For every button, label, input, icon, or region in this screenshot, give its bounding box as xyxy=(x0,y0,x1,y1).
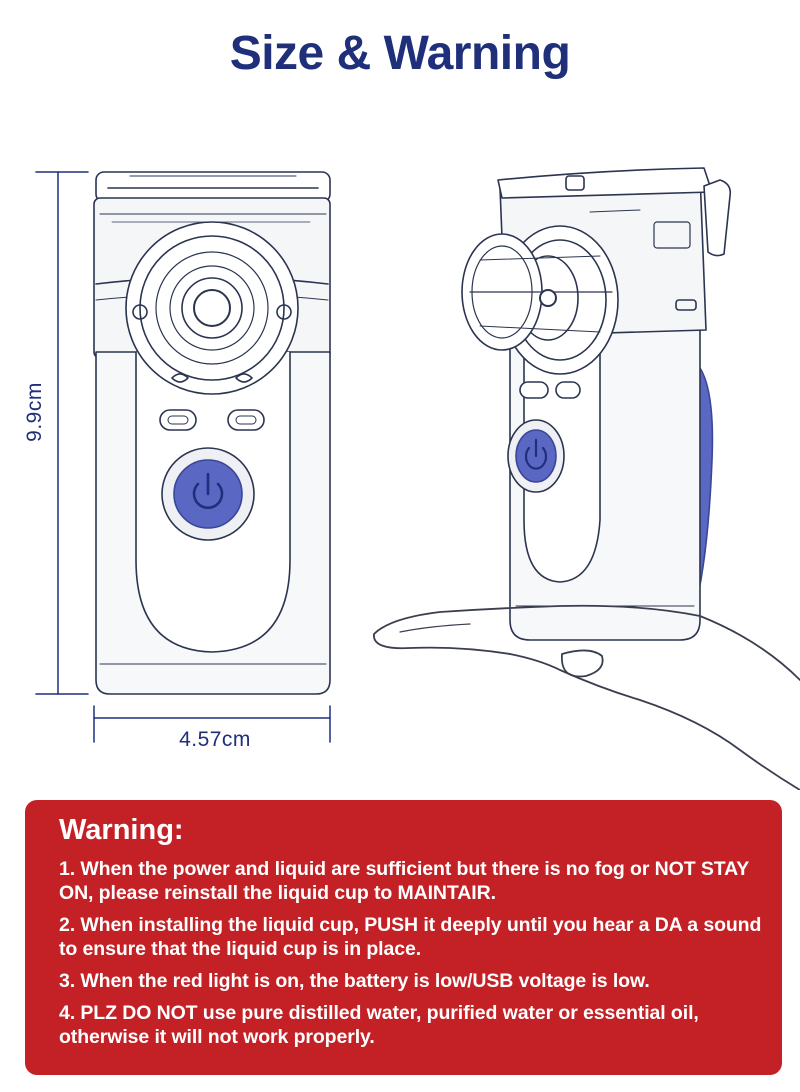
warning-item-4: 4. PLZ DO NOT use pure distilled water, … xyxy=(59,1002,699,1048)
nebulizer-side-view xyxy=(461,167,732,641)
height-dimension-label: 9.9cm xyxy=(23,382,46,442)
hand-outline xyxy=(373,604,800,790)
power-icon xyxy=(524,438,548,470)
warning-item-1: 1. When the power and liquid are suffici… xyxy=(59,858,749,904)
warning-panel: Warning: 1. When the power and liquid ar… xyxy=(25,800,782,1075)
width-dimension-line xyxy=(93,705,331,743)
power-icon xyxy=(192,472,224,510)
width-dimension-label: 4.57cm xyxy=(179,728,251,751)
warning-list: 1. When the power and liquid are suffici… xyxy=(59,857,762,1049)
height-dimension-line xyxy=(35,171,89,695)
warning-item-3: 3. When the red light is on, the battery… xyxy=(59,970,650,992)
nebulizer-front-view xyxy=(93,171,331,695)
warning-item-2: 2. When installing the liquid cup, PUSH … xyxy=(59,914,762,960)
warning-title: Warning: xyxy=(59,814,184,846)
product-illustration xyxy=(35,167,800,790)
page-title: Size & Warning xyxy=(229,27,571,80)
